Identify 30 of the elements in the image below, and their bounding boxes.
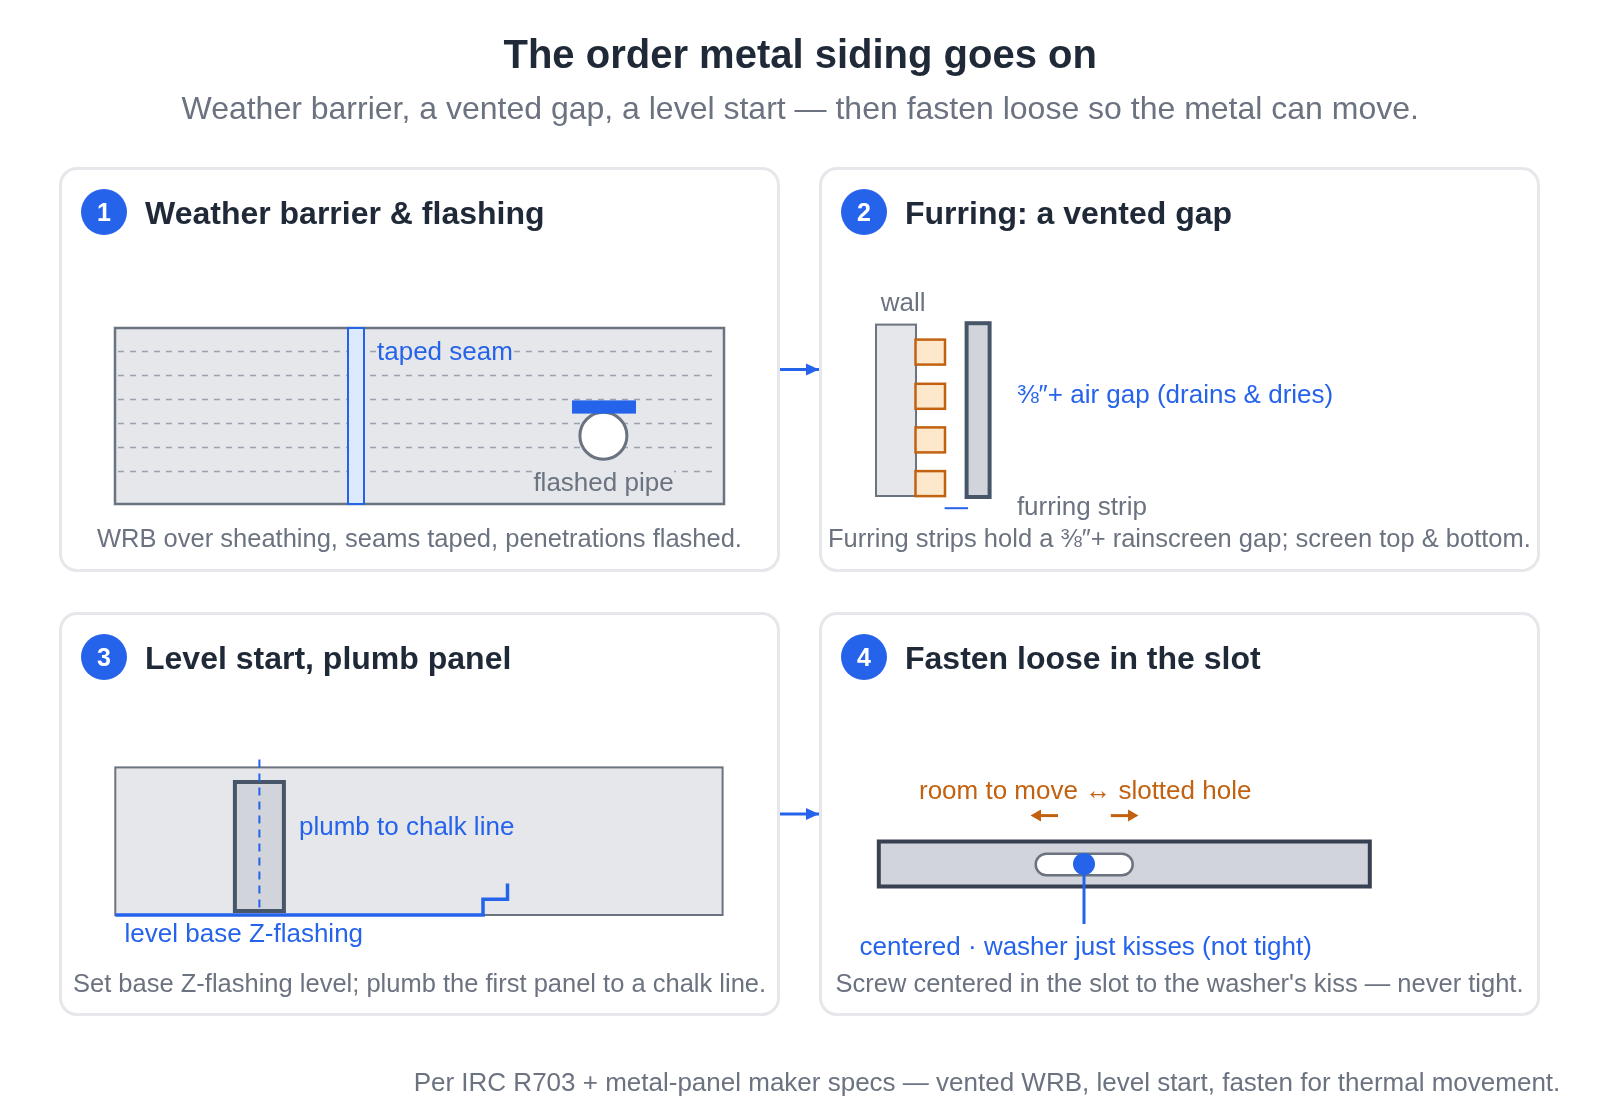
step-heading: Furring: a vented gap: [905, 194, 1233, 232]
subtitle: Weather barrier, a vented gap, a level start — then fasten loose so the metal can move.: [181, 89, 1419, 127]
callout-label: flashed pipe: [533, 467, 674, 498]
step-number: 1: [81, 189, 127, 235]
step-heading: Level start, plumb panel: [145, 639, 512, 677]
step-caption: WRB over sheathing, seams taped, penetrations flashed.: [97, 523, 742, 553]
arrow: [780, 363, 819, 376]
callout-label: centered · washer just kisses (not tight): [859, 924, 1312, 962]
step-caption: Set base Z-flashing level; plumb the first panel to a chalk line.: [73, 968, 767, 998]
callout-label: room to move ↔ slotted hole: [919, 776, 1252, 806]
callout-label: ⅜″+ air gap (drains & dries): [1016, 380, 1334, 411]
callout-label: furring strip: [1016, 492, 1147, 523]
step-heading: Fasten loose in the slot: [905, 639, 1261, 677]
title: The order metal siding goes on: [503, 31, 1097, 78]
step-caption: Screw centered in the slot to the washer's kiss — never tight.: [835, 968, 1524, 998]
step-caption: Furring strips hold a ⅜″+ rainscreen gap; screen top & bottom.: [828, 523, 1531, 553]
leader-line: [1082, 875, 1086, 924]
step-card: [819, 167, 1540, 572]
callout-label: level base Z-flashing: [124, 919, 364, 950]
step-card: [819, 612, 1540, 1016]
step-number: 4: [841, 634, 887, 680]
footnote: Per IRC R703 + metal-panel maker specs — vented WRB, level start, fasten for thermal movement.: [413, 1067, 1561, 1098]
step-number: 2: [841, 189, 887, 235]
step-card: [59, 612, 780, 1016]
callout-label: plumb to chalk line: [299, 811, 515, 842]
step-heading: Weather barrier & flashing: [145, 194, 545, 232]
callout-label: wall: [880, 287, 926, 318]
step-card: [59, 167, 780, 572]
arrow: [780, 808, 819, 820]
step-number: 3: [81, 634, 127, 680]
